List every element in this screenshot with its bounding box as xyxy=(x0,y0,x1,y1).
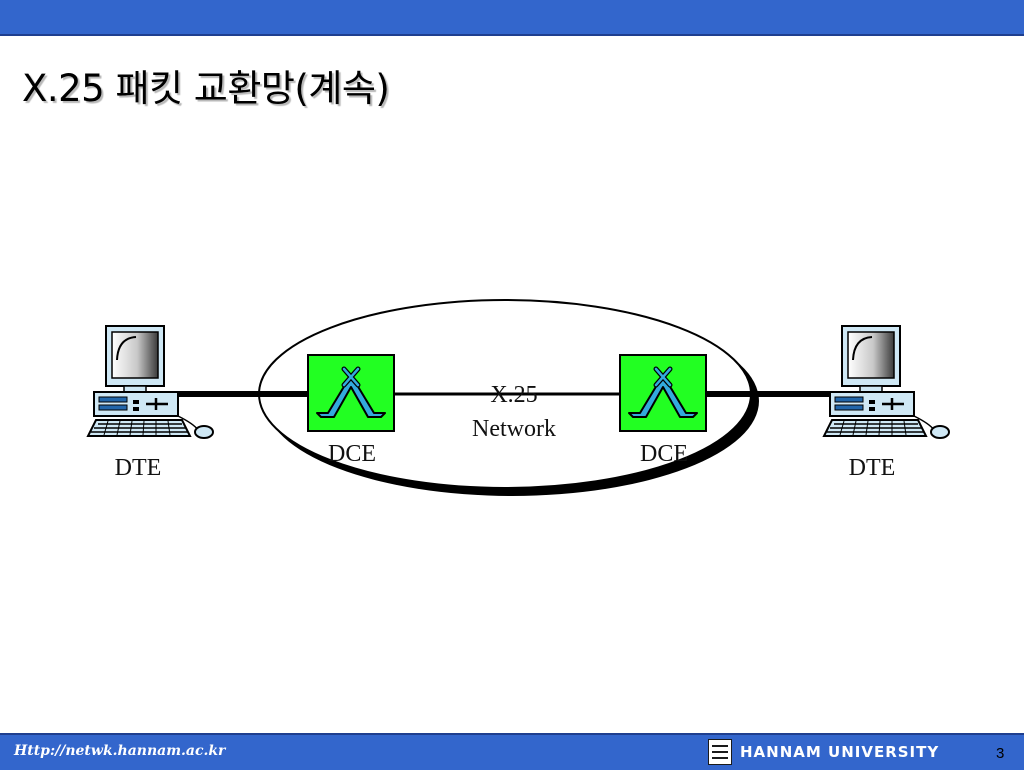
page-number: 3 xyxy=(996,745,1005,762)
left-dce-node xyxy=(308,355,394,431)
network-label-line1: X.25 xyxy=(490,382,537,408)
packet-switch-icon xyxy=(620,355,706,431)
university-logo-icon xyxy=(708,739,732,765)
right-dce-label: DCE xyxy=(640,441,688,467)
desktop-computer-icon xyxy=(86,324,215,440)
slide-title: X.25 패킷 교환망(계속) xyxy=(22,67,390,110)
left-dte-node xyxy=(86,324,215,440)
header-bar xyxy=(0,0,1024,36)
right-dce-node xyxy=(620,355,706,431)
right-dte-label: DTE xyxy=(849,455,896,481)
desktop-computer-icon xyxy=(822,324,951,440)
left-dte-label: DTE xyxy=(115,455,162,481)
footer-bar: Http://netwk.hannam.ac.kr HANNAM UNIVERS… xyxy=(0,733,1024,770)
right-dte-node xyxy=(822,324,951,440)
packet-switch-icon xyxy=(308,355,394,431)
footer-url[interactable]: Http://netwk.hannam.ac.kr xyxy=(14,743,226,759)
network-label-line2: Network xyxy=(472,416,556,442)
university-name: HANNAM UNIVERSITY xyxy=(740,743,940,761)
university-brand: HANNAM UNIVERSITY xyxy=(708,738,1008,767)
left-dce-label: DCE xyxy=(328,441,376,467)
